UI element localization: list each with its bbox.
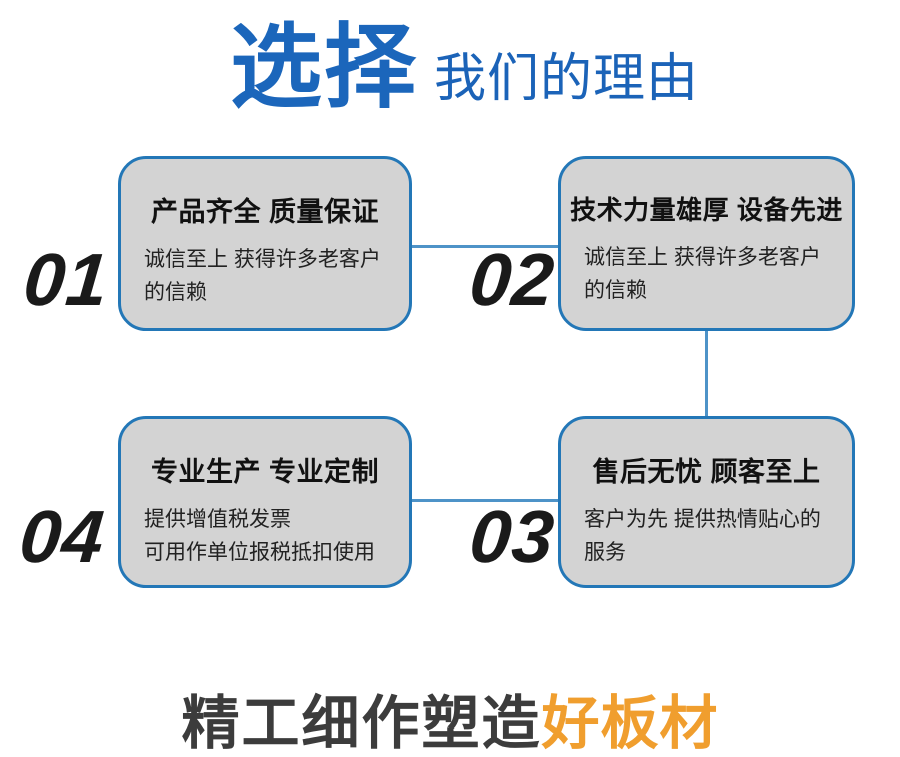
page-header: 选择 我们的理由 xyxy=(230,22,699,114)
card-description-line: 提供增值税发票 xyxy=(144,508,291,531)
card-description-line: 可用作单位报税抵扣使用 xyxy=(144,541,375,564)
card-description: 客户为先 提供热情贴心的 服务 xyxy=(561,503,852,569)
footer-slogan-text: 精工细作塑造 xyxy=(181,691,542,756)
card-title: 产品齐全 质量保证 xyxy=(150,197,379,227)
headline-sub-text: 我们的理由 xyxy=(434,50,700,108)
headline-accent-text: 选择 xyxy=(230,17,419,119)
step-number-04: 04 xyxy=(16,495,108,578)
footer-slogan-highlight: 好板材 xyxy=(541,691,719,756)
card-description-line: 服务 xyxy=(584,541,626,564)
connector-line-vertical xyxy=(705,330,708,418)
card-title: 技术力量雄厚 设备先进 xyxy=(570,195,843,225)
card-description-line: 的信赖 xyxy=(144,281,207,304)
card-description-line: 的信赖 xyxy=(584,279,647,302)
feature-card-02: 技术力量雄厚 设备先进 诚信至上 获得许多老客户 的信赖 xyxy=(558,156,855,331)
card-description-line: 客户为先 提供热情贴心的 xyxy=(584,508,821,531)
card-title: 售后无忧 顾客至上 xyxy=(592,457,821,487)
footer-slogan: 精工细作塑造好板材 xyxy=(0,676,900,757)
card-description: 诚信至上 获得许多老客户 的信赖 xyxy=(561,241,852,307)
step-number-03: 03 xyxy=(466,495,558,578)
card-description: 提供增值税发票 可用作单位报税抵扣使用 xyxy=(121,503,409,569)
connector-line-bottom xyxy=(411,499,559,502)
step-number-01: 01 xyxy=(20,238,112,321)
card-description-line: 诚信至上 获得许多老客户 xyxy=(584,246,821,269)
feature-card-04: 专业生产 专业定制 提供增值税发票 可用作单位报税抵扣使用 xyxy=(118,416,412,588)
step-number-02: 02 xyxy=(466,238,558,321)
card-description-line: 诚信至上 获得许多老客户 xyxy=(144,248,381,271)
feature-card-01: 产品齐全 质量保证 诚信至上 获得许多老客户 的信赖 xyxy=(118,156,412,331)
card-title: 专业生产 专业定制 xyxy=(150,457,379,487)
connector-line-top xyxy=(411,245,559,248)
card-description: 诚信至上 获得许多老客户 的信赖 xyxy=(121,243,409,309)
feature-card-03: 售后无忧 顾客至上 客户为先 提供热情贴心的 服务 xyxy=(558,416,855,588)
